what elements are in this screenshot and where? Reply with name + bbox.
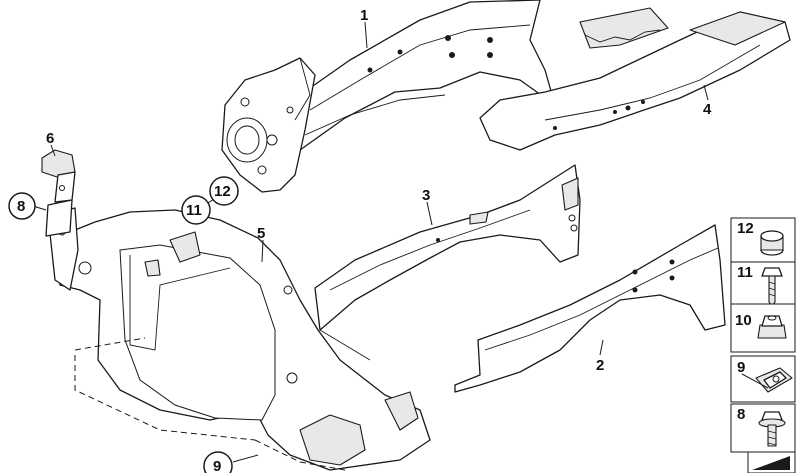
svg-text:11: 11 (186, 202, 202, 219)
part-3-wheel-arch-panel[interactable] (314, 164, 581, 331)
dashed-guide-line (254, 439, 346, 471)
svg-text:10: 10 (735, 312, 752, 329)
arrow-marker-icon (747, 451, 796, 473)
callout-12-circled: 12 (209, 176, 239, 206)
legend-item-10[interactable]: 10 (730, 303, 796, 353)
callout-6: 6 (46, 130, 54, 147)
svg-text:9: 9 (737, 359, 745, 376)
dashed-guide-line (74, 355, 256, 441)
callout-11-circled: 11 (181, 195, 211, 225)
svg-text:6: 6 (46, 130, 54, 147)
svg-text:11: 11 (737, 264, 753, 281)
callout-2: 2 (596, 357, 604, 374)
legend-item-8[interactable]: 8 (730, 403, 796, 453)
callout-9-circled: 9 (203, 451, 233, 473)
callout-1: 1 (360, 7, 368, 24)
part-4-lower-rail[interactable] (479, 7, 791, 151)
callout-5: 5 (257, 225, 265, 242)
part-1-upper-rail[interactable] (221, 0, 556, 193)
svg-text:8: 8 (737, 406, 745, 423)
dashed-guide-line (74, 337, 146, 351)
legend-item-12[interactable]: 12 (730, 217, 796, 269)
svg-text:2: 2 (596, 357, 604, 374)
part-5-front-carrier[interactable] (47, 207, 431, 471)
svg-text:5: 5 (257, 225, 265, 242)
svg-text:3: 3 (422, 187, 430, 204)
part-8-bracket-plate[interactable] (45, 199, 73, 237)
callout-3: 3 (422, 187, 430, 204)
legend-item-9[interactable]: 9 (730, 355, 796, 403)
svg-text:12: 12 (737, 220, 754, 237)
callout-8-circled: 8 (8, 192, 36, 220)
hex-bolt-washer-icon (758, 411, 786, 447)
svg-text:8: 8 (17, 198, 25, 215)
part-6-small-bracket[interactable] (41, 149, 76, 203)
svg-text:9: 9 (213, 458, 221, 473)
legend-item-11[interactable]: 11 (730, 261, 796, 311)
rubber-grommet-icon (760, 230, 784, 256)
fastener-legend: 12 11 10 (730, 217, 796, 473)
svg-text:1: 1 (360, 7, 368, 24)
part-2-lower-arch-panel[interactable] (454, 224, 726, 393)
spring-nut-clip-icon (741, 367, 793, 393)
expansion-nut-icon (757, 315, 787, 339)
callout-4: 4 (703, 101, 712, 118)
svg-text:12: 12 (214, 183, 231, 200)
svg-text:4: 4 (703, 101, 712, 118)
